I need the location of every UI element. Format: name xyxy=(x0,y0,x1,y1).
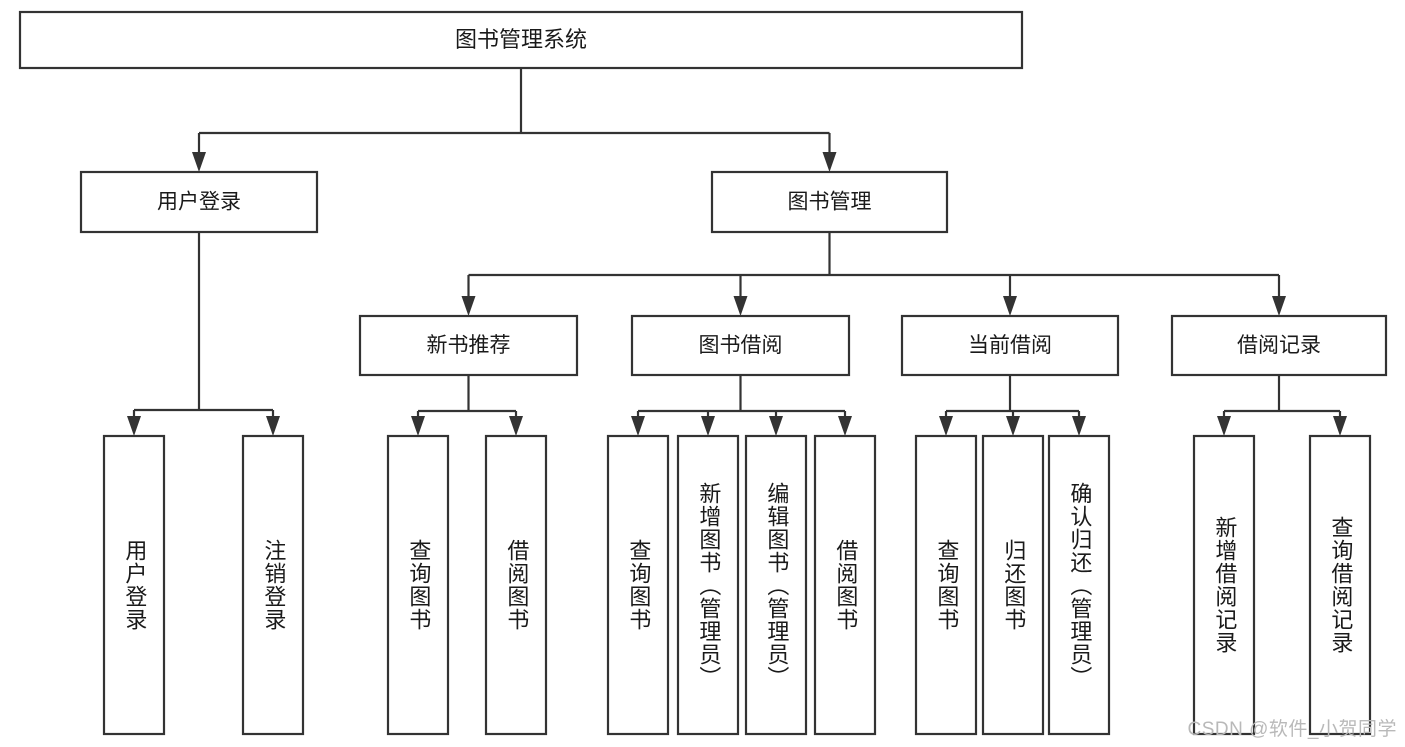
node-box-user-login-do[interactable] xyxy=(102,434,166,736)
arrow-head-query-book-2 xyxy=(631,416,645,436)
node-box-return-book[interactable] xyxy=(981,434,1045,736)
node-box-user-login[interactable] xyxy=(79,170,319,234)
arrow-head-confirm-return-admin xyxy=(1072,416,1086,436)
node-box-add-book-admin[interactable] xyxy=(676,434,740,736)
node-box-borrow-records[interactable] xyxy=(1170,314,1388,377)
node-label-book-management: 图书管理 xyxy=(788,191,872,214)
arrow-head-query-book-3 xyxy=(939,416,953,436)
arrow-head-borrow-records xyxy=(1272,296,1286,316)
node-box-root[interactable] xyxy=(18,10,1024,70)
node-box-add-borrow-record[interactable] xyxy=(1192,434,1256,736)
node-label-new-book-recommend: 新书推荐 xyxy=(427,334,511,357)
node-label-borrow-records: 借阅记录 xyxy=(1237,334,1321,357)
node-box-query-borrow-record[interactable] xyxy=(1308,434,1372,736)
node-box-query-book-2[interactable] xyxy=(606,434,670,736)
node-box-user-logout[interactable] xyxy=(241,434,305,736)
node-box-query-book-1[interactable] xyxy=(386,434,450,736)
node-box-borrow-book-1[interactable] xyxy=(484,434,548,736)
node-box-new-book-recommend[interactable] xyxy=(358,314,579,377)
node-box-book-management[interactable] xyxy=(710,170,949,234)
arrow-head-query-borrow-record xyxy=(1333,416,1347,436)
node-box-book-borrow[interactable] xyxy=(630,314,851,377)
node-box-borrow-book-2[interactable] xyxy=(813,434,877,736)
arrow-head-add-book-admin xyxy=(701,416,715,436)
arrow-head-query-book-1 xyxy=(411,416,425,436)
box-layer xyxy=(18,10,1388,736)
arrow-head-borrow-book-1 xyxy=(509,416,523,436)
node-label-book-borrow: 图书借阅 xyxy=(699,334,783,357)
arrow-head-user-login xyxy=(192,152,206,172)
connector-layer xyxy=(127,68,1347,436)
arrow-head-book-management xyxy=(822,152,837,172)
arrow-head-borrow-book-2 xyxy=(838,416,852,436)
watermark-text: CSDN @软件_小贺同学 xyxy=(1187,719,1397,740)
arrow-head-add-borrow-record xyxy=(1217,416,1231,436)
arrow-head-user-login-do xyxy=(127,416,141,436)
node-box-query-book-3[interactable] xyxy=(914,434,978,736)
node-box-edit-book-admin[interactable] xyxy=(744,434,808,736)
arrow-head-current-borrow xyxy=(1003,296,1017,316)
node-box-current-borrow[interactable] xyxy=(900,314,1120,377)
arrow-head-book-borrow xyxy=(733,296,748,316)
arrow-head-return-book xyxy=(1006,416,1020,436)
node-box-confirm-return-admin[interactable] xyxy=(1047,434,1111,736)
arrow-head-edit-book-admin xyxy=(769,416,783,436)
node-label-current-borrow: 当前借阅 xyxy=(968,334,1052,357)
arrow-head-new-book-recommend xyxy=(461,296,476,316)
node-label-user-login: 用户登录 xyxy=(157,191,241,214)
node-label-root: 图书管理系统 xyxy=(455,27,587,52)
arrow-head-user-logout xyxy=(266,416,280,436)
